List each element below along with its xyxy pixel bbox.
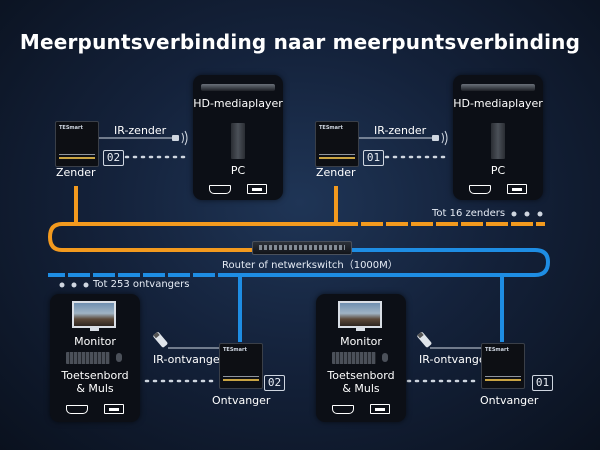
receiver-network-line — [240, 248, 551, 277]
pc-label: PC — [490, 164, 506, 177]
hdmi-port-icon — [469, 185, 491, 194]
router-icon — [252, 241, 352, 255]
router-label: Router of netwerkswitch（1000M） — [222, 260, 398, 271]
monitor-icon — [72, 301, 116, 328]
ir-receiver-icon — [417, 331, 432, 348]
source-panel: HD-mediaplayer PC — [453, 75, 543, 200]
usb-port-icon — [247, 184, 267, 194]
hdmi-port-icon — [66, 405, 88, 414]
receiver-id: 02 — [264, 375, 285, 391]
mouse-icon — [116, 353, 122, 362]
ir-receiver-label: IR-ontvanger — [419, 353, 491, 366]
usb-port-icon — [104, 404, 124, 414]
receiver-label: Ontvanger — [480, 394, 539, 407]
transmitter-id: 01 — [363, 150, 384, 166]
max-receivers-label: Tot 253 ontvangers — [93, 279, 190, 290]
page-title: Meerpuntsverbinding naar meerpuntsverbin… — [19, 30, 581, 54]
receiver-id: 01 — [532, 375, 553, 391]
usb-port-icon — [507, 184, 527, 194]
ir-emitter-icon — [172, 130, 188, 146]
sender-network-line — [47, 186, 252, 252]
media-player-label: HD-mediaplayer — [193, 97, 283, 110]
receiver-device: TESmart — [481, 343, 525, 389]
ir-emitter-label: IR-zender — [374, 124, 427, 137]
monitor-icon — [338, 301, 382, 328]
sink-panel: Monitor Toetsenbord & Muls — [316, 294, 406, 422]
receiver-label: Ontvanger — [212, 394, 271, 407]
max-senders-label: Tot 16 zenders — [432, 208, 506, 219]
ir-emitter-icon — [432, 130, 448, 146]
usb-port-icon — [370, 404, 390, 414]
transmitter-device: TESmart — [55, 121, 99, 167]
transmitter-device: TESmart — [315, 121, 359, 167]
ir-emitter-label: IR-zender — [114, 124, 167, 137]
transmitter-label: Zender — [56, 166, 96, 179]
media-player-icon — [461, 84, 535, 91]
keyboard-icon — [66, 352, 110, 364]
ir-receiver-icon — [153, 331, 168, 348]
input-devices-label: Toetsenbord & Muls — [61, 369, 129, 395]
pc-tower-icon — [491, 123, 505, 159]
pc-label: PC — [230, 164, 246, 177]
receiver-device: TESmart — [219, 343, 263, 389]
source-panel: HD-mediaplayer PC — [193, 75, 283, 200]
transmitter-label: Zender — [316, 166, 356, 179]
ir-receiver-label: IR-ontvanger — [153, 353, 225, 366]
keyboard-icon — [332, 352, 376, 364]
monitor-label: Monitor — [74, 335, 116, 348]
monitor-label: Monitor — [340, 335, 382, 348]
transmitter-id: 02 — [103, 150, 124, 166]
mouse-icon — [382, 353, 388, 362]
sink-panel: Monitor Toetsenbord & Muls — [50, 294, 140, 422]
media-player-label: HD-mediaplayer — [453, 97, 543, 110]
media-player-icon — [201, 84, 275, 91]
pc-tower-icon — [231, 123, 245, 159]
hdmi-port-icon — [332, 405, 354, 414]
input-devices-label: Toetsenbord & Muls — [327, 369, 395, 395]
hdmi-port-icon — [209, 185, 231, 194]
